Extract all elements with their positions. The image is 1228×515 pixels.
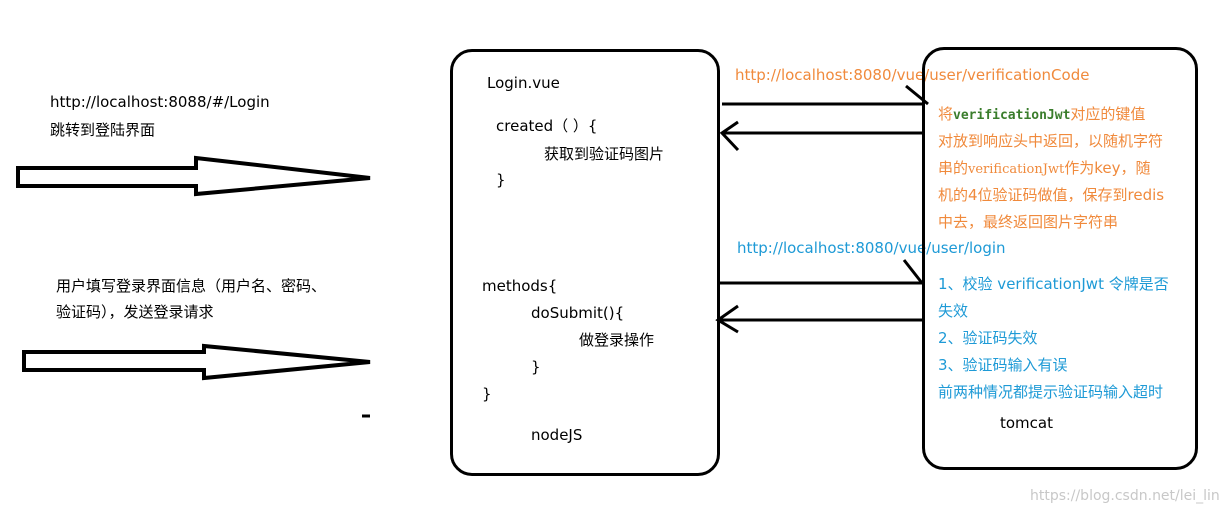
watermark: https://blog.csdn.net/lei_lin: [1030, 488, 1220, 504]
desc-line-4: 机的4位验证码做值，保存到redis: [938, 186, 1165, 204]
arrow-bottom-request-head: [902, 259, 924, 284]
dosubmit-body: 做登录操作: [579, 331, 655, 349]
desc-line-3: 串的verificationJwt作为key，随: [938, 159, 1151, 177]
desc-line-5: 中去，最终返回图片字符串: [938, 213, 1119, 231]
check-2: 2、验证码失效: [938, 329, 1038, 347]
jump-login-label: 跳转到登陆界面: [50, 121, 156, 139]
login-api-url: http://localhost:8080/vue/user/login: [737, 239, 1006, 257]
desc-line-2: 对放到响应头中返回，以随机字符: [938, 132, 1164, 150]
login-vue-title: Login.vue: [487, 74, 560, 92]
tomcat-label: tomcat: [1000, 414, 1053, 432]
login-url-label: http://localhost:8088/#/Login: [50, 93, 270, 111]
arrow-top-response-head: [719, 120, 740, 152]
verification-code-url: http://localhost:8080/vue/user/verificat…: [735, 66, 1090, 84]
fill-info-label-2: 验证码），发送登录请求: [56, 303, 214, 321]
backend-box: [922, 47, 1198, 470]
dosubmit-open: doSubmit(){: [531, 304, 625, 322]
methods-close: }: [482, 385, 492, 403]
check-1-line-2: 失效: [938, 302, 969, 320]
check-note: 前两种情况都提示验证码输入超时: [938, 383, 1164, 401]
jwt-keyword-serif: verificationJwt: [968, 162, 1065, 177]
nodejs-label: nodeJS: [531, 426, 583, 444]
request-arrow-1: [16, 155, 371, 197]
desc-line-1: 将verificationJwt对应的键值: [938, 105, 1146, 123]
created-open: created（ ）{: [496, 117, 598, 135]
created-body: 获取到验证码图片: [544, 145, 665, 163]
jwt-keyword: verificationJwt: [953, 108, 1071, 123]
fill-info-label-1: 用户填写登录界面信息（用户名、密码、: [56, 277, 327, 295]
check-1-line-1: 1、校验 verificationJwt 令牌是否: [938, 275, 1169, 293]
frontend-box: [450, 49, 720, 476]
check-3: 3、验证码输入有误: [938, 356, 1068, 374]
request-arrow-2: [22, 343, 371, 381]
dosubmit-close: }: [531, 358, 541, 376]
created-close: }: [496, 171, 506, 189]
methods-open: methods{: [482, 277, 558, 295]
